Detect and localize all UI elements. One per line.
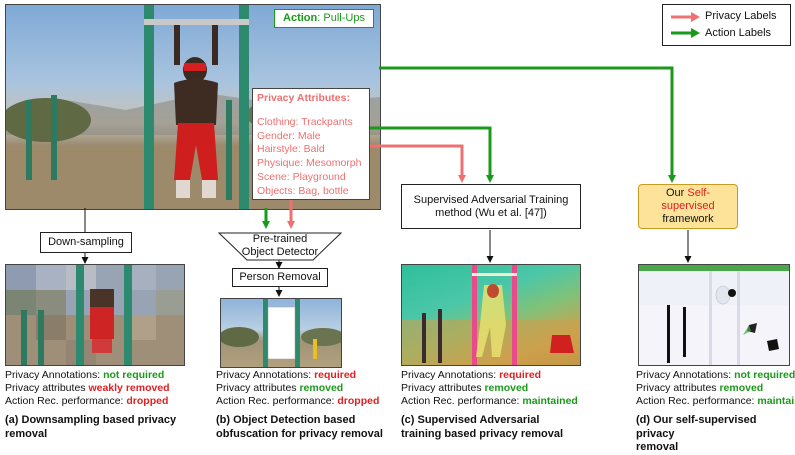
privacy-attribute-item: Scene: Playground <box>257 170 346 183</box>
legend: Privacy Labels Action Labels <box>662 4 791 46</box>
stats-d-attributes-value: removed <box>719 382 764 394</box>
stats-b-attributes: Privacy attributes removed <box>216 382 344 394</box>
action-label-prefix: Action <box>283 12 318 24</box>
caption-b: (b) Object Detection based obfuscation f… <box>216 414 383 440</box>
object-detector-label: Pre-trained Object Detector <box>241 233 319 258</box>
stats-d-performance: Action Rec. performance: maintained <box>636 395 795 409</box>
person-removal-box-label: Person Removal <box>239 271 321 283</box>
person-removal-box: Person Removal <box>232 268 328 287</box>
caption-c: (c) Supervised Adversarial training base… <box>401 414 564 440</box>
stats-c-annotations-value: required <box>499 369 542 381</box>
stats-b-annotations: Privacy Annotations: required <box>216 369 357 381</box>
caption-d: (d) Our self-supervised privacy removal <box>636 414 757 453</box>
stats-c-performance-value: maintained <box>522 395 578 407</box>
adversarial-result-image <box>401 264 581 366</box>
stats-d-annotations: Privacy Annotations: not required <box>636 369 795 381</box>
stats-d-attributes: Privacy attributes removed <box>636 382 764 394</box>
stats-d-performance-value: maintained <box>757 395 795 407</box>
stats-c-performance: Action Rec. performance: maintained <box>401 395 578 407</box>
privacy-attributes-panel: Privacy Attributes: Clothing: Trackpants… <box>252 88 370 200</box>
action-label-value: : Pull-Ups <box>317 12 365 24</box>
stats-b-performance: Action Rec. performance: dropped <box>216 395 380 407</box>
stats-a-performance: Action Rec. performance: dropped <box>5 395 169 407</box>
supervised-adversarial-box: Supervised Adversarial Training method (… <box>401 184 581 229</box>
privacy-attribute-item: Gender: Male <box>257 129 321 142</box>
person-removed-result-image <box>220 298 342 368</box>
person-removed-scene <box>221 299 341 367</box>
connector-arrows <box>81 66 692 297</box>
privacy-attribute-item: Objects: Bag, bottle <box>257 184 349 197</box>
legend-action-label: Action Labels <box>705 27 772 39</box>
downsampled-result-image <box>5 264 185 366</box>
self-supervised-framework-box: Our Self-supervised framework <box>638 184 738 229</box>
stats-b-attributes-value: removed <box>299 382 344 394</box>
stats-b-annotations-value: required <box>314 369 357 381</box>
stats-d-annotations-value: not required <box>734 369 795 381</box>
stats-a-annotations-value: not required <box>103 369 165 381</box>
framework-label-prefix: Our <box>665 187 688 199</box>
stats-a-annotations: Privacy Annotations: not required <box>5 369 165 381</box>
self-supervised-result-image <box>638 264 790 366</box>
stats-b-performance-value: dropped <box>337 395 380 407</box>
stats-c-attributes: Privacy attributes removed <box>401 382 529 394</box>
stats-c-attributes-value: removed <box>484 382 529 394</box>
legend-arrows <box>671 12 700 38</box>
downsampling-box-label: Down-sampling <box>48 236 124 248</box>
action-label: Action: Pull-Ups <box>274 9 374 28</box>
supervised-adversarial-box-label: Supervised Adversarial Training method (… <box>413 193 569 219</box>
downsampled-mosaic <box>6 265 184 365</box>
privacy-attribute-item: Hairstyle: Bald <box>257 143 325 156</box>
stats-a-attributes: Privacy attributes weakly removed <box>5 382 170 394</box>
object-detector-shape <box>218 232 342 261</box>
framework-label-suffix: framework <box>662 213 714 225</box>
stats-a-attributes-value: weakly removed <box>88 382 170 394</box>
adversarial-scene <box>402 265 580 365</box>
caption-a: (a) Downsampling based privacy removal <box>5 414 177 440</box>
downsampling-box: Down-sampling <box>40 232 132 253</box>
stats-a-performance-value: dropped <box>126 395 169 407</box>
privacy-attribute-item: Clothing: Trackpants <box>257 115 353 128</box>
framework-label-highlight: Self-supervised <box>661 187 715 212</box>
stats-c-annotations: Privacy Annotations: required <box>401 369 542 381</box>
privacy-attribute-item: Physique: Mesomorph <box>257 157 362 170</box>
legend-privacy-label: Privacy Labels <box>705 10 777 22</box>
privacy-attributes-title: Privacy Attributes: <box>257 92 350 104</box>
self-supervised-scene <box>639 265 789 365</box>
